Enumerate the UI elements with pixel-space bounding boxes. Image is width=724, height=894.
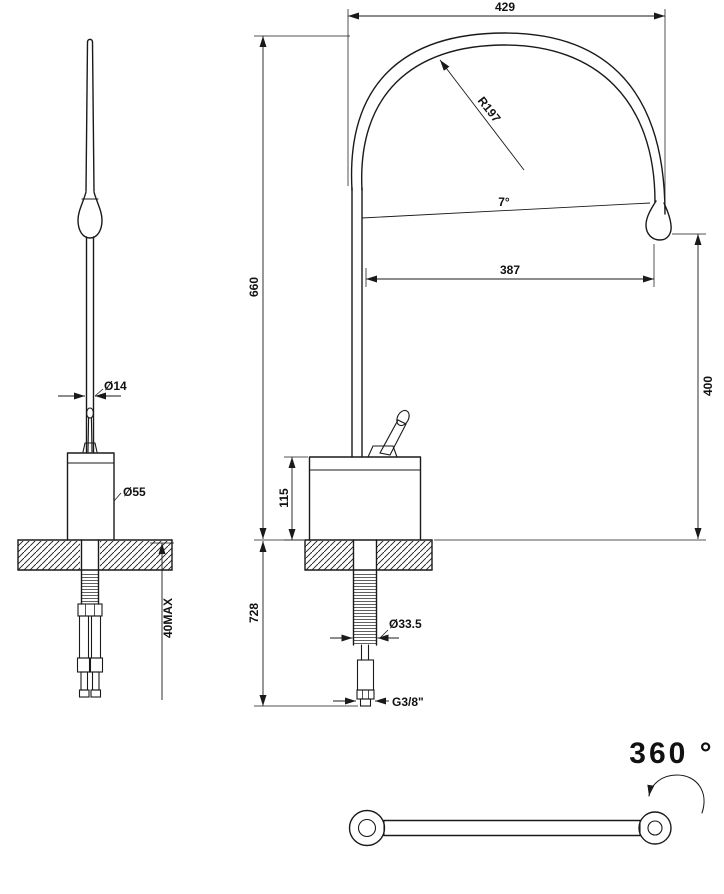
dim-label-728: 728 — [247, 603, 261, 623]
dim-387: 387 — [365, 244, 655, 287]
hose-tip-left — [80, 671, 89, 691]
front-view: Ø14 Ø55 40MAX — [17, 38, 175, 700]
dim-leader — [94, 388, 104, 397]
spout-right-edge — [91, 41, 95, 192]
spout-top-cap — [86, 38, 94, 43]
dim-label-40max: 40MAX — [161, 598, 175, 638]
handle-knob — [86, 407, 94, 419]
dim-label-dia335: Ø33.5 — [389, 617, 422, 631]
side-handle — [367, 409, 410, 458]
handle-pin — [87, 417, 93, 453]
body-outline — [66, 452, 115, 541]
front-spout-column — [85, 38, 95, 453]
arc-inner — [361, 44, 656, 203]
front-shank-and-hoses — [76, 539, 104, 698]
dim-label-387: 387 — [500, 263, 520, 277]
dim-label-429: 429 — [495, 0, 515, 14]
hose-cap-left — [78, 689, 90, 698]
counter-hatch-left — [18, 541, 80, 570]
arc-outer — [350, 32, 666, 215]
base-inner-circle — [357, 818, 377, 838]
dim-r197: R197 — [439, 59, 525, 171]
dim-label-dia55: Ø55 — [123, 485, 146, 499]
top-view-faucet — [348, 809, 672, 847]
rotation-arrow-icon — [647, 774, 705, 814]
dim-label-dia14: Ø14 — [104, 379, 127, 393]
side-body — [308, 456, 422, 541]
side-countertop — [304, 539, 433, 571]
hose-nut-left — [76, 657, 92, 673]
hose-braid — [356, 659, 375, 691]
shank-nut — [77, 603, 103, 617]
fitting-tip — [359, 698, 372, 707]
hose-cap-right — [90, 689, 102, 698]
lever-mount — [367, 445, 398, 458]
hose-fitting — [356, 689, 375, 700]
counter-hatch-right — [377, 541, 432, 570]
front-aerator-teardrop — [77, 191, 103, 239]
hose-nut-right — [88, 657, 104, 673]
lever-knob — [396, 409, 410, 427]
spout-left-edge — [85, 41, 89, 192]
dim-leader — [113, 492, 122, 502]
front-handle — [82, 407, 98, 453]
hose-right — [90, 615, 102, 659]
counter-hatch-right — [100, 541, 172, 570]
dim-label-g38: G3/8" — [392, 695, 424, 709]
radius-leader — [439, 59, 525, 171]
dim-dia335: Ø33.5 — [330, 617, 422, 642]
side-arc-spout — [350, 32, 672, 458]
side-view: 429 R197 7° 660 387 400 — [247, 0, 715, 709]
outlet-teardrop — [645, 200, 672, 241]
handle-mount — [82, 442, 98, 453]
shank-threads — [81, 572, 99, 604]
front-countertop — [17, 539, 173, 571]
angle-line — [361, 202, 651, 219]
dim-40max: 40MAX — [150, 542, 175, 700]
dim-429: 429 — [347, 0, 666, 206]
body-outline — [308, 456, 422, 541]
dim-660: 660 — [247, 35, 350, 541]
hose-tip-right — [91, 671, 100, 691]
dim-dia14: Ø14 — [58, 379, 127, 400]
dim-115: 115 — [277, 456, 308, 541]
dim-400: 400 — [434, 233, 715, 541]
dim-728: 728 — [247, 541, 358, 707]
dim-label-7deg: 7° — [498, 195, 510, 209]
side-shank-and-hose — [352, 539, 378, 707]
dim-label-r197: R197 — [475, 94, 504, 125]
outlet-outer-circle — [638, 811, 672, 845]
outlet-inner-circle — [647, 820, 663, 836]
dim-g38: G3/8" — [333, 695, 424, 709]
dim-7deg: 7° — [361, 195, 651, 219]
rotation-label: 360 ° — [629, 737, 714, 770]
lever-arm — [379, 419, 407, 456]
hose-left — [78, 615, 90, 659]
dim-leader — [379, 629, 389, 639]
teardrop-outline — [77, 191, 103, 239]
top-view: 360 ° — [348, 737, 714, 847]
front-body — [66, 452, 115, 541]
base-outer-circle — [348, 809, 386, 847]
shank-threads — [353, 572, 377, 645]
dim-label-400: 400 — [701, 376, 715, 396]
dim-dia55: Ø55 — [113, 485, 146, 502]
counter-hatch-left — [305, 541, 353, 570]
dim-label-115: 115 — [277, 488, 291, 508]
dim-label-660: 660 — [247, 277, 261, 297]
